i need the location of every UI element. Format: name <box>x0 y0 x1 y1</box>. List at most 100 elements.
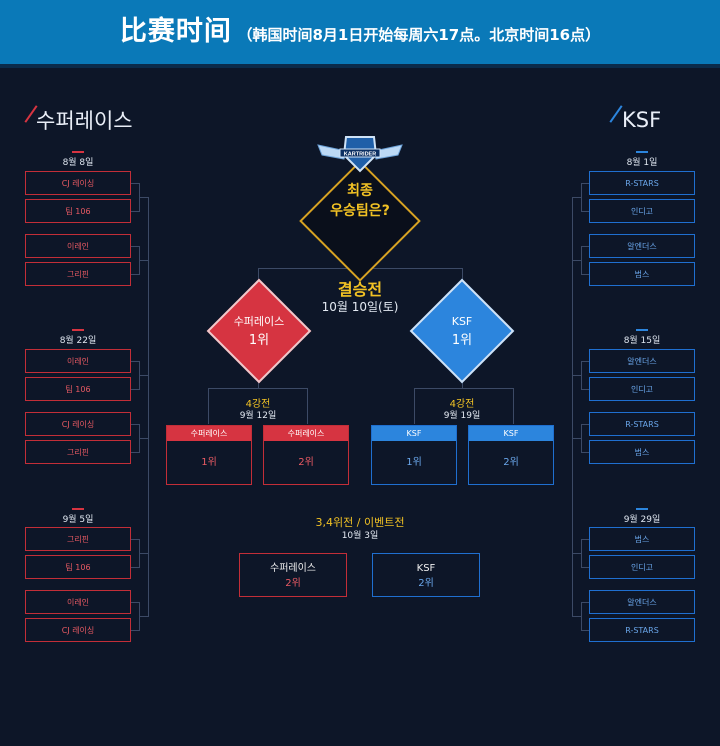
semi-card[interactable]: KSF 1위 <box>371 425 457 485</box>
svg-text:KARTRIDER: KARTRIDER <box>344 152 376 158</box>
team-slot[interactable]: 알엔더스 <box>589 590 695 614</box>
third-right-rank: 2위 <box>418 578 434 589</box>
bracket-line <box>131 274 139 275</box>
header-banner <box>0 0 720 64</box>
bracket-line <box>140 616 148 617</box>
bracket-line <box>581 211 589 212</box>
bracket-line <box>139 602 140 631</box>
bracket-line <box>139 539 140 568</box>
team-slot[interactable]: 인디고 <box>589 377 695 401</box>
bracket-line <box>581 424 589 425</box>
team-slot[interactable]: 인디고 <box>589 199 695 223</box>
team-slot[interactable]: 알엔더스 <box>589 349 695 373</box>
semi-card-rank: 1위 <box>406 457 422 468</box>
bracket-line <box>581 539 589 540</box>
final-left-rank: 1위 <box>248 333 270 348</box>
semi-right-title: 4강전 <box>449 399 475 410</box>
kartrider-logo-icon: KARTRIDER <box>316 133 404 177</box>
bracket-line <box>414 388 514 389</box>
bracket-line <box>581 183 582 212</box>
bracket-line <box>572 616 581 617</box>
champion-question: 최종 우승팀은? <box>297 181 423 221</box>
bracket-line <box>513 388 514 424</box>
bracket-line <box>572 553 581 554</box>
semi-card-rank: 2위 <box>298 457 314 468</box>
bracket-line <box>208 388 209 424</box>
champion-diamond-frame <box>299 160 421 282</box>
team-slot[interactable]: 팀 106 <box>25 555 131 579</box>
team-slot[interactable]: 그리핀 <box>25 440 131 464</box>
team-slot[interactable]: R-STARS <box>589 171 695 195</box>
bracket-line <box>131 211 139 212</box>
match-date: 8월 22일 <box>59 336 97 346</box>
bracket-line <box>581 274 589 275</box>
final-left-name: 수퍼레이스 <box>233 315 285 328</box>
bracket-line <box>581 539 582 568</box>
third-place-date: 10월 3일 <box>341 531 379 541</box>
left-conference-title: 수퍼레이스 <box>36 109 133 133</box>
semi-card-team: KSF <box>469 426 553 441</box>
bracket-line <box>139 246 140 275</box>
bracket-line <box>131 361 139 362</box>
slash-accent-icon <box>609 105 623 123</box>
bracket-line <box>208 388 308 389</box>
team-slot[interactable]: CJ 레이싱 <box>25 412 131 436</box>
team-slot[interactable]: 범스 <box>589 262 695 286</box>
bracket-line <box>572 197 573 617</box>
third-place-left[interactable]: 수퍼레이스 2위 <box>239 553 347 597</box>
team-slot[interactable]: 이레인 <box>25 590 131 614</box>
bracket-line <box>131 246 139 247</box>
bracket-line <box>581 361 589 362</box>
bracket-line <box>572 197 581 198</box>
team-slot[interactable]: CJ 레이싱 <box>25 618 131 642</box>
team-slot[interactable]: 범스 <box>589 527 695 551</box>
date-marker <box>636 151 648 153</box>
final-title: 결승전 <box>337 280 383 299</box>
bracket-line <box>581 424 582 453</box>
bracket-line <box>139 424 140 453</box>
bracket-line <box>581 630 589 631</box>
bracket-line <box>581 246 582 275</box>
final-right-label: KSF 1위 <box>410 313 514 351</box>
team-slot[interactable]: 인디고 <box>589 555 695 579</box>
semi-card-team: KSF <box>372 426 456 441</box>
champion-line1: 최종 <box>347 183 373 199</box>
bracket-line <box>414 388 415 424</box>
team-slot[interactable]: 이레인 <box>25 349 131 373</box>
team-slot[interactable]: 그리핀 <box>25 527 131 551</box>
semi-card[interactable]: 수퍼레이스 1위 <box>166 425 252 485</box>
third-place-right[interactable]: KSF 2위 <box>372 553 480 597</box>
semi-left-date: 9월 12일 <box>239 411 277 421</box>
bracket-line <box>140 375 148 376</box>
date-marker <box>636 508 648 510</box>
team-slot[interactable]: R-STARS <box>589 618 695 642</box>
team-slot[interactable]: 팀 106 <box>25 199 131 223</box>
final-date: 10월 10일(토) <box>321 300 399 314</box>
bracket-line <box>581 452 589 453</box>
bracket-line <box>131 539 139 540</box>
bracket-line <box>572 260 581 261</box>
team-slot[interactable]: 범스 <box>589 440 695 464</box>
bracket-line <box>581 567 589 568</box>
header-title: 比赛时间 （韩国时间8月1日开始每周六17点。北京时间16点） <box>0 0 720 64</box>
match-date: 8월 8일 <box>62 158 94 168</box>
team-slot[interactable]: CJ 레이싱 <box>25 171 131 195</box>
semi-card[interactable]: 수퍼레이스 2위 <box>263 425 349 485</box>
bracket-line <box>581 602 589 603</box>
date-marker <box>636 329 648 331</box>
bracket-line <box>131 424 139 425</box>
match-date: 9월 29일 <box>623 515 661 525</box>
team-slot[interactable]: R-STARS <box>589 412 695 436</box>
bracket-line <box>572 438 581 439</box>
header-divider <box>0 64 720 68</box>
team-slot[interactable]: 그리핀 <box>25 262 131 286</box>
bracket-line <box>148 197 149 617</box>
team-slot[interactable]: 알엔더스 <box>589 234 695 258</box>
match-date: 8월 1일 <box>626 158 658 168</box>
team-slot[interactable]: 이레인 <box>25 234 131 258</box>
team-slot[interactable]: 팀 106 <box>25 377 131 401</box>
semi-card[interactable]: KSF 2위 <box>468 425 554 485</box>
final-right-rank: 1위 <box>451 333 473 348</box>
right-conference-title: KSF <box>622 108 662 132</box>
bracket-line <box>581 183 589 184</box>
